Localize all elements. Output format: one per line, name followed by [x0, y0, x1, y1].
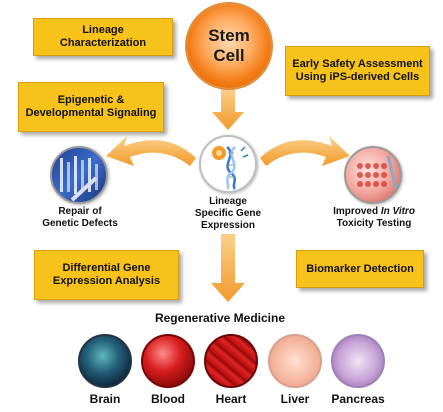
toxicity-image [344, 146, 402, 204]
arrow-left-curve [106, 136, 196, 166]
dna-icon [212, 146, 249, 190]
repair-caption-line1: Repair of [58, 206, 102, 217]
organ-label-brain: Brain [89, 392, 121, 406]
organ-blood-image [141, 334, 195, 388]
stem-cell-circle: Stem Cell [187, 4, 271, 88]
box-lineage-characterization: Lineage Characterization [33, 18, 173, 56]
arrow-down-stem [212, 88, 244, 130]
lineage-circle [199, 135, 257, 193]
lineage-caption-line1: Lineage [209, 196, 247, 207]
organ-heart-image [204, 334, 258, 388]
stem-cell-line1: Stem [208, 26, 250, 45]
stem-cell-line2: Cell [213, 46, 245, 65]
box-differential: Differential Gene Expression Analysis [34, 250, 179, 300]
box-lineage-characterization-label: Lineage Characterization [59, 24, 147, 49]
toxicity-caption-line1: Improved In Vitro [318, 206, 430, 218]
arrow-right-curve [260, 136, 350, 166]
toxicity-caption-line1b: In Vitro [380, 206, 415, 217]
dna-sequence-icon [60, 156, 98, 202]
lineage-caption-line3: Expression [201, 220, 255, 231]
box-differential-line1: Differential Gene [62, 262, 151, 274]
box-epigenetic: Epigenetic & Developmental Signaling [18, 82, 164, 132]
toxicity-caption-line1a: Improved [333, 206, 381, 217]
box-epigenetic-line2: Developmental Signaling [25, 107, 157, 119]
arrow-down-regen [211, 234, 245, 302]
box-differential-line2: Expression Analysis [52, 275, 161, 287]
box-early-safety-line1: Early Safety Assessment [292, 58, 423, 70]
toxicity-caption: Improved In Vitro Toxicity Testing [318, 206, 430, 230]
lineage-caption-line2: Specific Gene [194, 208, 262, 219]
repair-image [50, 146, 108, 204]
repair-caption: Repair of Genetic Defects [30, 206, 130, 230]
box-early-safety-line2: Using iPS-derived Cells [295, 71, 420, 83]
box-epigenetic-line1: Epigenetic & [57, 94, 125, 106]
well-plate-icon [357, 155, 398, 189]
repair-caption-line2: Genetic Defects [42, 218, 118, 229]
organ-label-liver: Liver [280, 392, 310, 406]
box-early-safety: Early Safety Assessment Using iPS-derive… [285, 46, 430, 96]
lineage-caption: Lineage Specific Gene Expression [180, 196, 276, 232]
organ-brain-image [78, 334, 132, 388]
organ-label-pancreas: Pancreas [331, 392, 385, 406]
organ-label-heart: Heart [215, 392, 247, 406]
organ-pancreas-image [331, 334, 385, 388]
box-biomarker-label: Biomarker Detection [306, 262, 414, 275]
regenerative-medicine-title: Regenerative Medicine [154, 311, 286, 325]
organ-liver-image [268, 334, 322, 388]
toxicity-caption-line2: Toxicity Testing [336, 218, 412, 229]
box-biomarker: Biomarker Detection [296, 250, 424, 288]
organ-label-blood: Blood [151, 392, 185, 406]
